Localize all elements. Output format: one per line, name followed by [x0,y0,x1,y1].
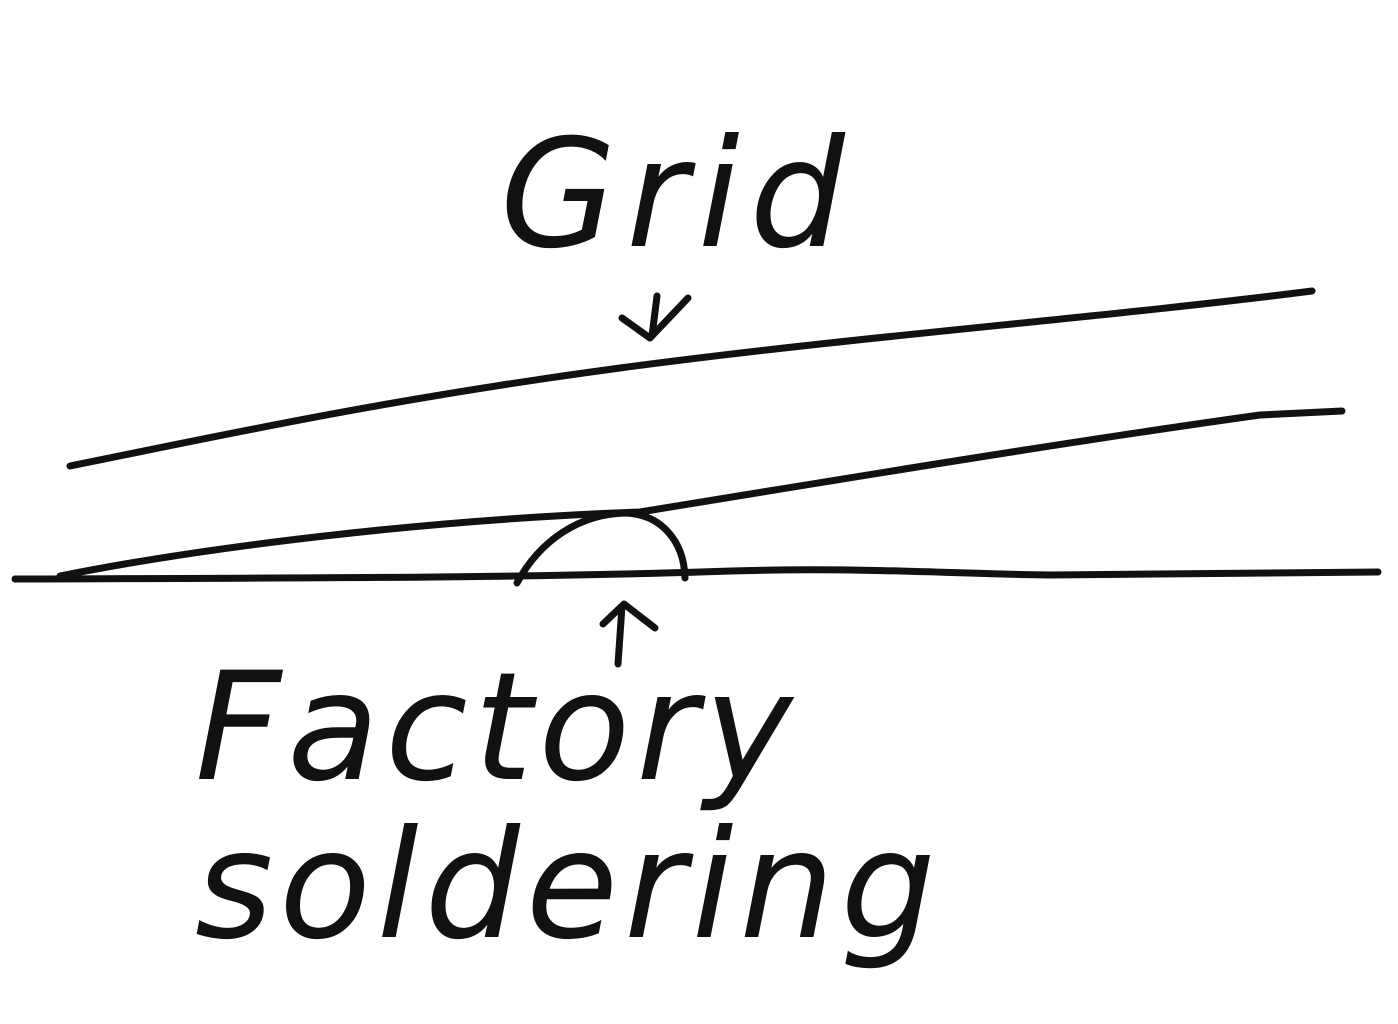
grid-line-top [66,287,1316,470]
solder-bump [513,509,689,587]
factory-soldering-label: Factory soldering [195,641,942,973]
grid-label: Grid [500,108,855,282]
base-line [11,566,1382,583]
factory-label-line1: Factory [195,641,799,815]
arrow-down-icon [618,292,692,342]
grid-line-middle [56,407,1346,580]
arrow-up-icon [599,600,659,668]
factory-label-line2: soldering [195,798,942,973]
